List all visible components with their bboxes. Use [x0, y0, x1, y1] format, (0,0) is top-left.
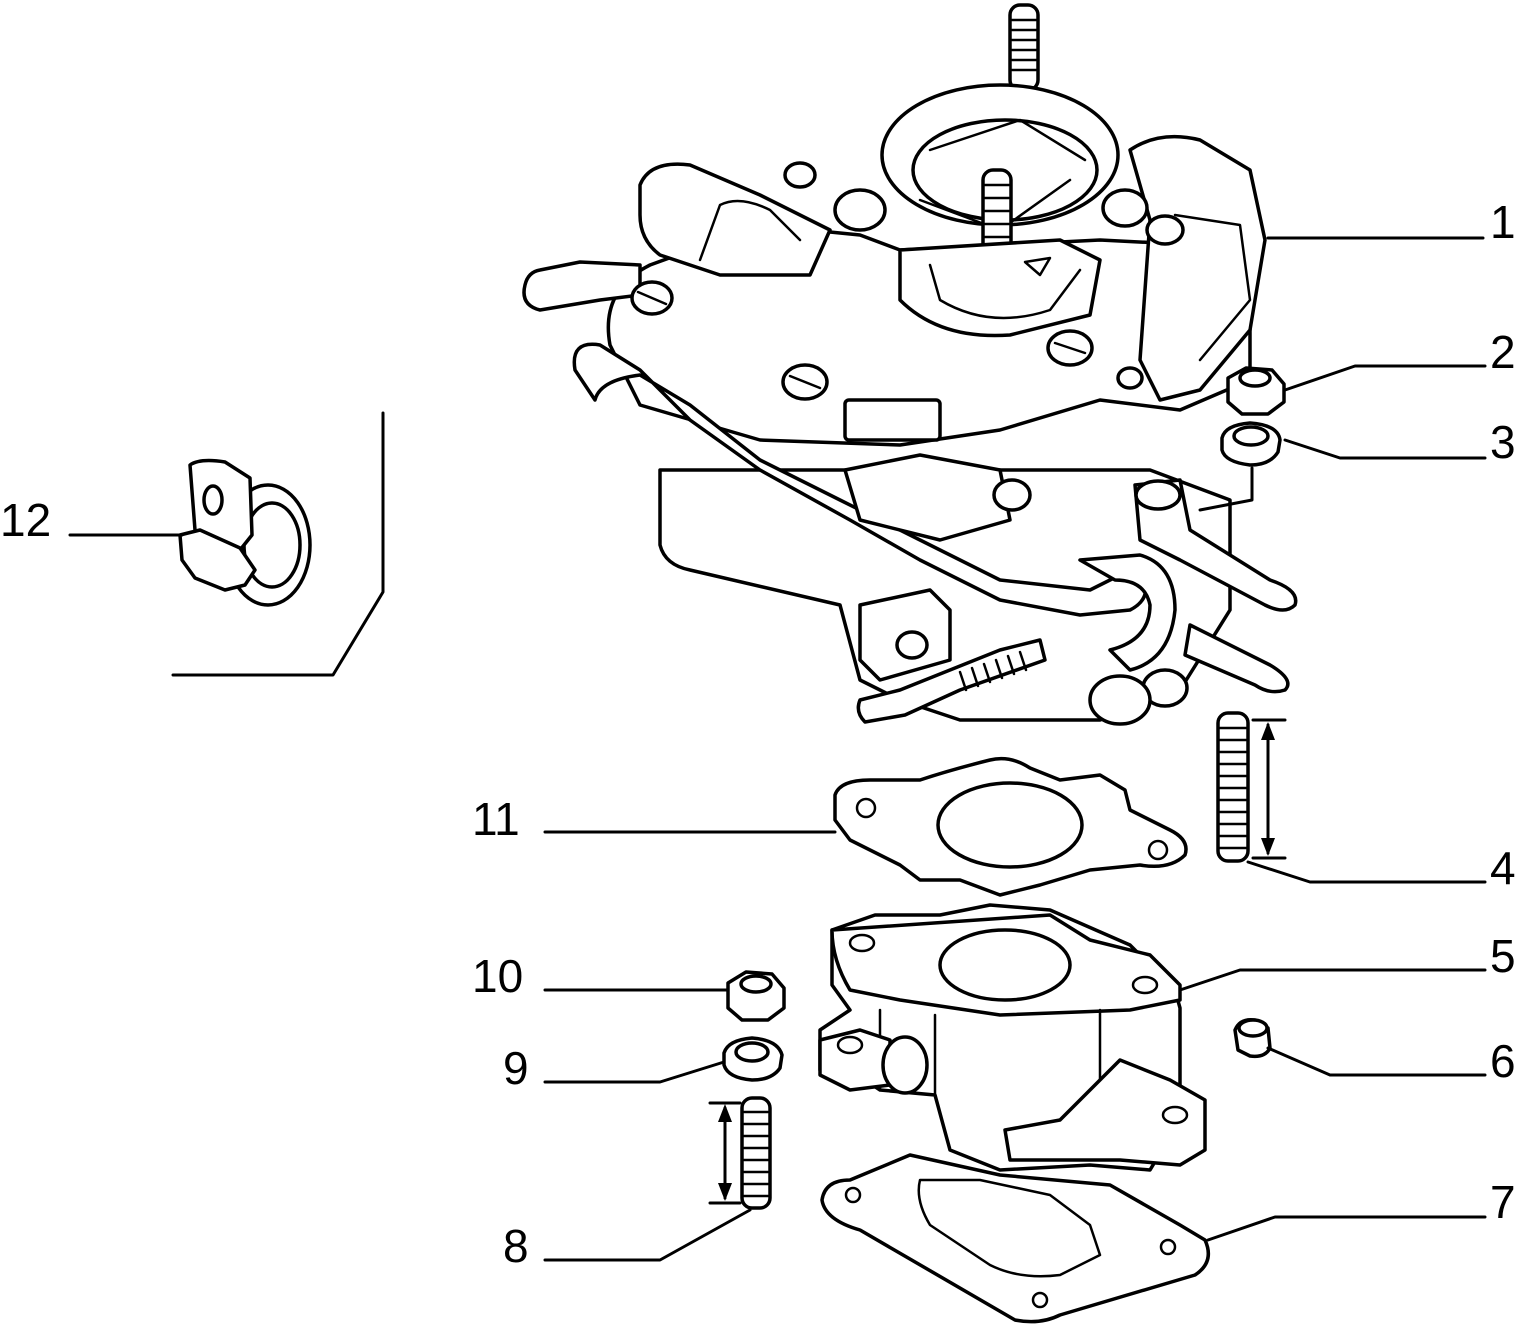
callout-5: 5 [1490, 930, 1516, 982]
callout-7: 7 [1490, 1176, 1516, 1228]
stud-8 [708, 1096, 772, 1210]
spacer-block-5 [818, 903, 1207, 1172]
gasket-7 [820, 1153, 1211, 1324]
washer-9 [722, 1036, 784, 1082]
callout-9: 9 [503, 1042, 529, 1094]
callout-10: 10 [472, 950, 523, 1002]
callout-4: 4 [1490, 842, 1516, 894]
callout-labels: 1 2 3 4 5 6 7 8 9 10 11 12 [0, 196, 1516, 1272]
carburetor-body [522, 3, 1298, 726]
callout-2: 2 [1490, 326, 1516, 378]
gasket-11 [833, 756, 1188, 897]
stud-4 [1216, 711, 1287, 863]
callout-6: 6 [1490, 1035, 1516, 1087]
callout-8: 8 [503, 1220, 529, 1272]
clamp-12 [178, 458, 312, 607]
nut-10 [726, 970, 786, 1022]
callout-1: 1 [1490, 196, 1516, 248]
nut-2 [1226, 366, 1286, 416]
plug-6 [1233, 1017, 1272, 1059]
washer-3 [1220, 421, 1282, 467]
leader-lines [68, 236, 1487, 1262]
callout-11: 11 [472, 793, 520, 845]
callout-3: 3 [1490, 416, 1516, 468]
callout-12: 12 [0, 494, 51, 546]
